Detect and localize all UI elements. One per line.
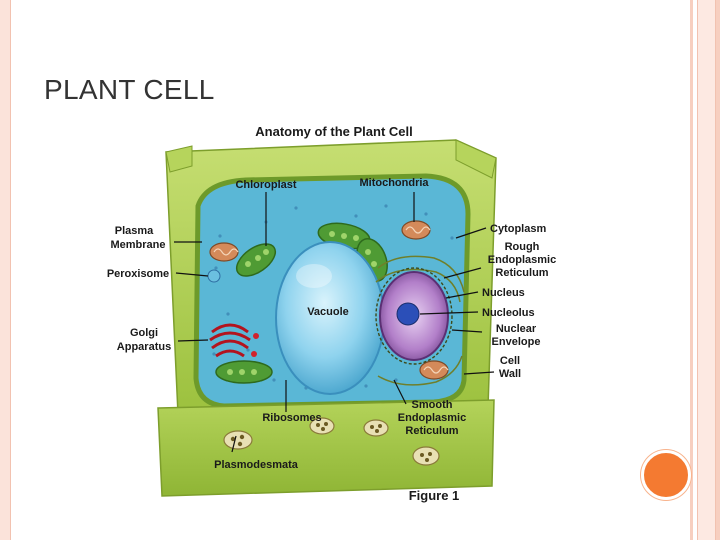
cell-wall-front [157,399,495,497]
label-mitochondria: Mitochondria [359,177,429,189]
figure-caption: Figure 1 [409,488,460,503]
label-plasmodesmata: Plasmodesmata [214,459,299,471]
label-rough-er-line3: Reticulum [495,267,548,279]
label-nucleus: Nucleus [482,287,525,299]
label-cell-wall-line1: Cell [500,355,520,367]
plasmodesmata-pits [223,417,440,466]
label-vacuole: Vacuole [307,306,349,318]
leader-lines [174,192,495,453]
mitochondria-group [209,220,449,380]
label-nucleolus: Nucleolus [482,307,535,319]
label-nuclear-envelope-line1: Nuclear [496,323,537,335]
label-golgi-line2: Apparatus [117,341,171,353]
plant-cell-figure: Anatomy of the Plant Cell [96,118,576,510]
label-smooth-er-line2: Endoplasmic [398,412,466,424]
label-smooth-er-line3: Reticulum [405,425,458,437]
label-smooth-er-line1: Smooth [412,399,453,411]
label-nuclear-envelope-line2: Envelope [492,336,541,348]
golgi-organelle [209,323,251,358]
slide-title: PLANT CELL [44,74,215,105]
label-peroxisome: Peroxisome [107,268,169,280]
label-cytoplasm: Cytoplasm [490,223,546,235]
accent-circle-decoration [641,450,691,500]
label-cell-wall-line2: Wall [499,368,521,380]
plant-cell-diagram: Anatomy of the Plant Cell [107,124,556,503]
cell-wall-rim-right [455,139,497,179]
label-plasma-membrane-line2: Membrane [110,239,165,251]
peroxisome-organelle [207,269,221,283]
vacuole-organelle [275,241,385,395]
label-plasma-membrane-line1: Plasma [115,225,154,237]
right-border-stripe-outer [716,0,720,540]
nucleolus-organelle [396,302,420,326]
label-golgi-line1: Golgi [130,327,158,339]
label-chloroplast: Chloroplast [235,179,296,191]
nuclear-envelope-ring [375,267,453,365]
label-rough-er-line1: Rough [505,241,540,253]
label-ribosomes: Ribosomes [262,412,321,424]
right-border-band [697,0,716,540]
rough-er-organelle [375,255,465,386]
left-border-decoration [0,0,11,540]
label-rough-er-line2: Endoplasmic [488,254,556,266]
right-border-stripe [690,0,693,540]
cell-wall-rim-left [165,145,193,173]
diagram-title: Anatomy of the Plant Cell [255,124,412,139]
